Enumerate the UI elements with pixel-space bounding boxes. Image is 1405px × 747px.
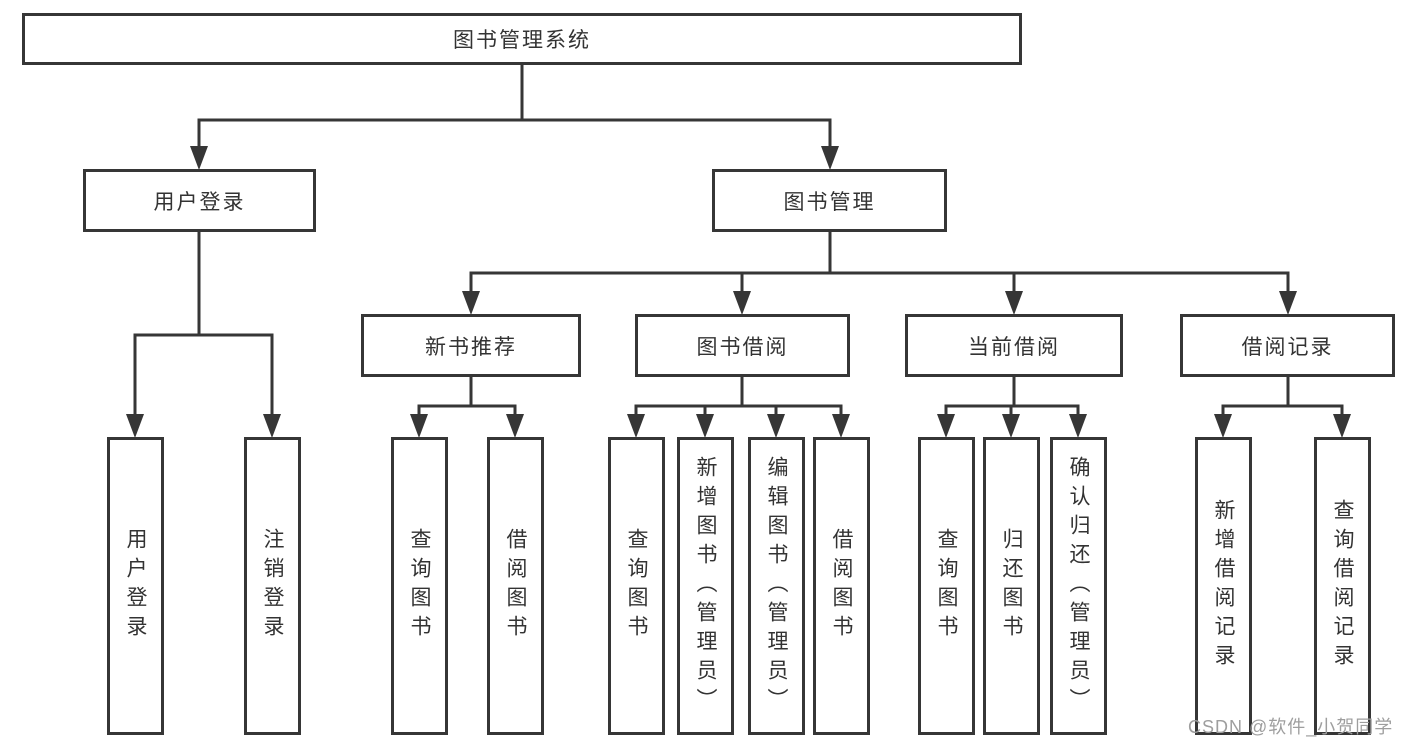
node-label: 借阅图书	[830, 528, 853, 644]
node-label: 用户登录	[124, 528, 147, 644]
node-label: 编辑图书（管理员）	[765, 455, 788, 717]
node-recommend-query-books: 查询图书	[391, 437, 448, 735]
node-current-query-books: 查询图书	[918, 437, 975, 735]
node-records-add-borrow-record: 新增借阅记录	[1195, 437, 1252, 735]
node-current-return-books: 归还图书	[983, 437, 1040, 735]
node-current-borrowing: 当前借阅	[905, 314, 1123, 377]
node-user-login: 用户登录	[83, 169, 316, 232]
node-library-management-system: 图书管理系统	[22, 13, 1022, 65]
node-borrow-borrow-books: 借阅图书	[813, 437, 870, 735]
node-book-management: 图书管理	[712, 169, 947, 232]
node-records-query-borrow-record: 查询借阅记录	[1314, 437, 1371, 735]
node-borrow-add-books-admin: 新增图书（管理员）	[677, 437, 734, 735]
node-label: 新增图书（管理员）	[694, 455, 717, 717]
node-new-book-recommendation: 新书推荐	[361, 314, 581, 377]
node-label: 查询借阅记录	[1331, 499, 1354, 673]
node-label: 注销登录	[261, 528, 284, 644]
node-logout: 注销登录	[244, 437, 301, 735]
node-book-borrowing: 图书借阅	[635, 314, 850, 377]
node-label: 借阅图书	[504, 528, 527, 644]
node-current-confirm-return-admin: 确认归还（管理员）	[1050, 437, 1107, 735]
watermark: CSDN @软件_小贺同学	[1188, 717, 1394, 737]
node-borrowing-records: 借阅记录	[1180, 314, 1395, 377]
node-borrow-edit-books-admin: 编辑图书（管理员）	[748, 437, 805, 735]
node-label: 查询图书	[935, 528, 958, 644]
node-user-login-action: 用户登录	[107, 437, 164, 735]
node-label: 归还图书	[1000, 528, 1023, 644]
node-label: 确认归还（管理员）	[1067, 455, 1090, 717]
node-label: 新增借阅记录	[1212, 499, 1235, 673]
node-label: 查询图书	[408, 528, 431, 644]
node-borrow-query-books: 查询图书	[608, 437, 665, 735]
node-recommend-borrow-books: 借阅图书	[487, 437, 544, 735]
node-label: 查询图书	[625, 528, 648, 644]
